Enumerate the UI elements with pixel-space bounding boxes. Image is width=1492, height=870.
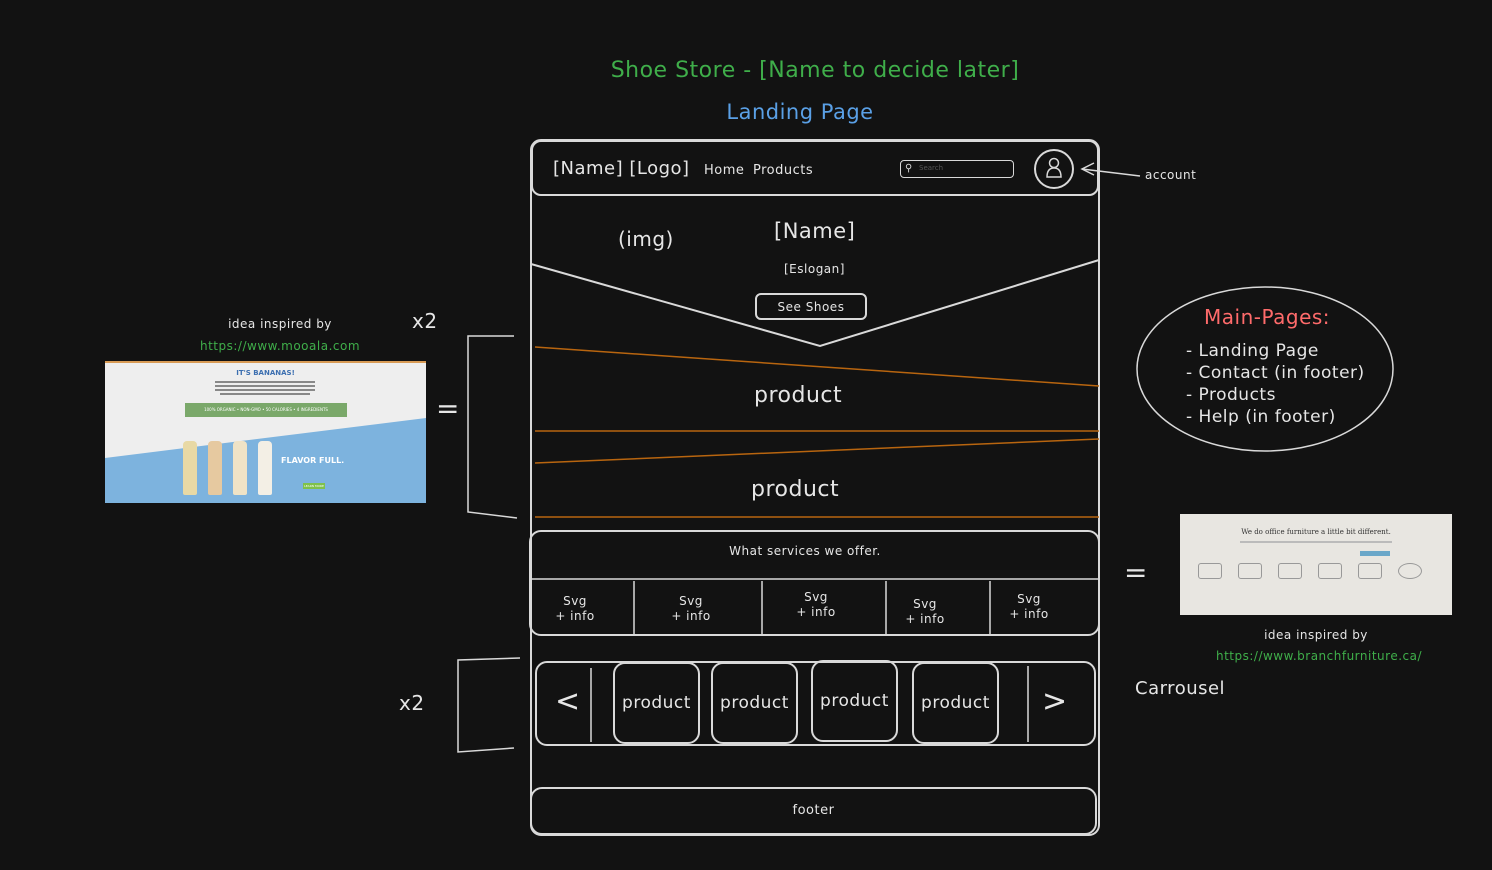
- service-svg-label: Svg: [1017, 592, 1041, 606]
- mooala-ribbon: 100% ORGANIC • NON-GMO • 50 CALORIES • 4…: [185, 403, 347, 417]
- account-note: account: [1145, 168, 1197, 182]
- service-svg-label: Svg: [563, 594, 587, 608]
- account-button[interactable]: [1034, 149, 1074, 189]
- mooala-headline: IT'S BANANAS!: [236, 369, 295, 377]
- carousel-card-3[interactable]: product: [811, 660, 898, 742]
- diagram-title: Shoe Store - [Name to decide later]: [610, 58, 1020, 83]
- services-heading: What services we offer.: [729, 544, 881, 558]
- inspiration-right-link[interactable]: https://www.branchfurniture.ca/: [1215, 649, 1423, 663]
- user-icon: [1046, 157, 1062, 178]
- branch-icons-row: [1198, 559, 1438, 594]
- service-info-label: + info: [1009, 607, 1049, 621]
- main-pages-list: - Landing Page - Contact (in footer) - P…: [1186, 340, 1365, 428]
- mooala-body-text: [215, 379, 315, 397]
- hero-name: [Name]: [774, 219, 856, 243]
- main-page-item: - Contact (in footer): [1186, 363, 1365, 383]
- search-icon: ⚲: [905, 163, 913, 174]
- equals-right: =: [1124, 556, 1148, 589]
- search-input[interactable]: ⚲ Search: [900, 160, 1014, 178]
- products-multiplier: x2: [412, 309, 438, 333]
- branch-screenshot: We do office furniture a little bit diff…: [1180, 514, 1452, 615]
- carousel-label: Carrousel: [1135, 678, 1226, 699]
- service-info-label: + info: [555, 609, 595, 623]
- product-banner-2[interactable]: product: [751, 477, 840, 502]
- inspiration-left-label: idea inspired by: [228, 317, 332, 331]
- mooala-cta: LEARN MORE: [303, 483, 325, 489]
- nav-link-products[interactable]: Products: [753, 163, 814, 178]
- service-item-2: Svg + info: [666, 594, 716, 624]
- carousel-card-1[interactable]: product: [613, 662, 700, 744]
- mooala-screenshot: IT'S BANANAS! 100% ORGANIC • NON-GMO • 5…: [105, 361, 426, 503]
- brand-logo[interactable]: [Name] [Logo]: [553, 158, 690, 179]
- service-item-3: Svg + info: [791, 590, 841, 620]
- main-page-item: - Landing Page: [1186, 341, 1319, 361]
- search-placeholder: Search: [919, 164, 944, 172]
- service-item-4: Svg + info: [900, 597, 950, 627]
- inspiration-left-link[interactable]: https://www.mooala.com: [199, 339, 361, 353]
- inspiration-right-label: idea inspired by: [1264, 628, 1368, 642]
- service-info-label: + info: [671, 609, 711, 623]
- navbar: [531, 140, 1099, 196]
- nav-link-home[interactable]: Home: [704, 163, 745, 178]
- service-svg-label: Svg: [679, 594, 703, 608]
- hero-slogan: [Eslogan]: [784, 262, 845, 276]
- mooala-tagline: FLAVOR FULL.: [281, 456, 345, 465]
- diagram-subtitle: Landing Page: [726, 100, 874, 124]
- main-page-item: - Help (in footer): [1186, 407, 1336, 427]
- see-shoes-button[interactable]: See Shoes: [755, 293, 867, 320]
- branch-headline: We do office furniture a little bit diff…: [1241, 528, 1391, 536]
- service-info-label: + info: [905, 612, 945, 626]
- service-item-5: Svg + info: [1004, 592, 1054, 622]
- service-svg-label: Svg: [804, 590, 828, 604]
- footer: footer: [530, 787, 1097, 835]
- carousel-card-2[interactable]: product: [711, 662, 798, 744]
- hero-image-placeholder: (img): [618, 227, 674, 251]
- main-page-item: - Products: [1186, 385, 1276, 405]
- carousel-card-4[interactable]: product: [912, 662, 999, 744]
- service-item-1: Svg + info: [550, 594, 600, 624]
- carousel-multiplier: x2: [399, 691, 425, 715]
- carousel-next-button[interactable]: >: [1042, 684, 1068, 719]
- main-pages-title: Main-Pages:: [1204, 305, 1331, 329]
- branch-badge: [1360, 551, 1390, 556]
- product-banner-1[interactable]: product: [754, 383, 843, 408]
- service-info-label: + info: [796, 605, 836, 619]
- equals-left: =: [436, 392, 460, 425]
- carousel-prev-button[interactable]: <: [555, 684, 581, 719]
- service-svg-label: Svg: [913, 597, 937, 611]
- services-section: [529, 530, 1100, 636]
